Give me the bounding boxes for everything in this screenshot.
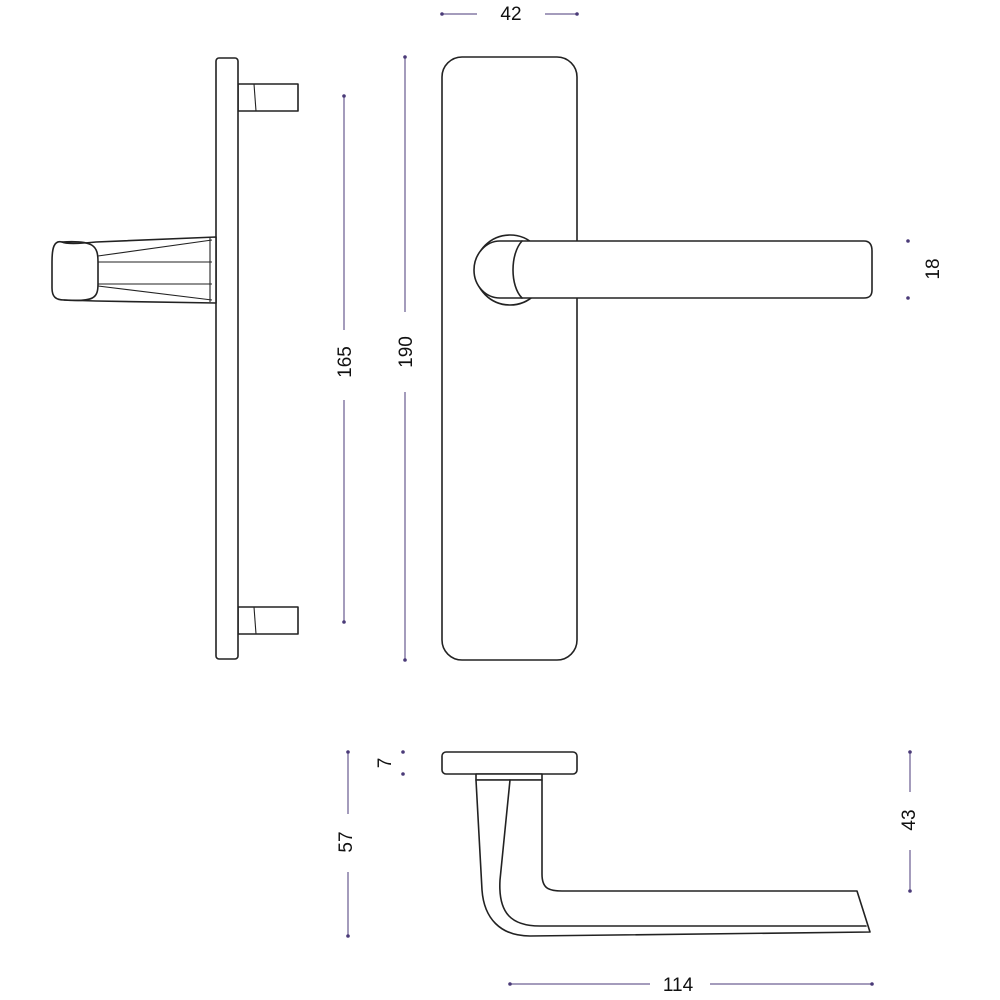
dim-label-lever-depth: 43 (899, 809, 920, 830)
dim-label-rose-thickness: 7 (375, 758, 396, 769)
dimension-total-depth: 57 (336, 750, 357, 938)
side-view (51, 57, 299, 660)
lever-end-facet-1 (97, 239, 213, 301)
top-view (441, 751, 871, 937)
dimension-lever-thickness: 18 (906, 239, 944, 300)
lower-screw-post (237, 606, 299, 635)
dim-label-lever-thickness: 18 (923, 258, 944, 279)
dimension-screw-spacing: 165 (335, 94, 356, 624)
dimension-plate-width: 42 (440, 4, 579, 25)
dim-label-lever-length: 114 (663, 975, 694, 996)
lever-top-view-inner-edge (499, 779, 867, 927)
backplate-front (441, 56, 578, 661)
lever-end-face (61, 240, 99, 302)
rose-collar-top-view (475, 773, 543, 781)
front-view (441, 56, 873, 661)
dim-label-screw-spacing: 165 (335, 346, 356, 378)
backplate-side-profile (215, 57, 239, 660)
dimension-plate-height: 190 (396, 55, 417, 662)
dimension-lever-length: 114 (508, 975, 874, 996)
lever-end-view (51, 236, 217, 304)
dimension-rose-thickness: 7 (375, 750, 405, 776)
lever-top-view (475, 779, 871, 937)
upper-screw-post-detail (253, 83, 257, 112)
dim-label-plate-width: 42 (500, 4, 521, 25)
dim-label-total-depth: 57 (336, 831, 357, 852)
rose-top-view (441, 751, 578, 775)
dim-label-plate-height: 190 (396, 336, 417, 368)
lever-neck-front (512, 240, 523, 299)
dimension-lever-depth: 43 (899, 750, 920, 893)
upper-screw-post (237, 83, 299, 112)
lower-screw-post-detail (253, 606, 257, 635)
lever-front (473, 240, 873, 299)
